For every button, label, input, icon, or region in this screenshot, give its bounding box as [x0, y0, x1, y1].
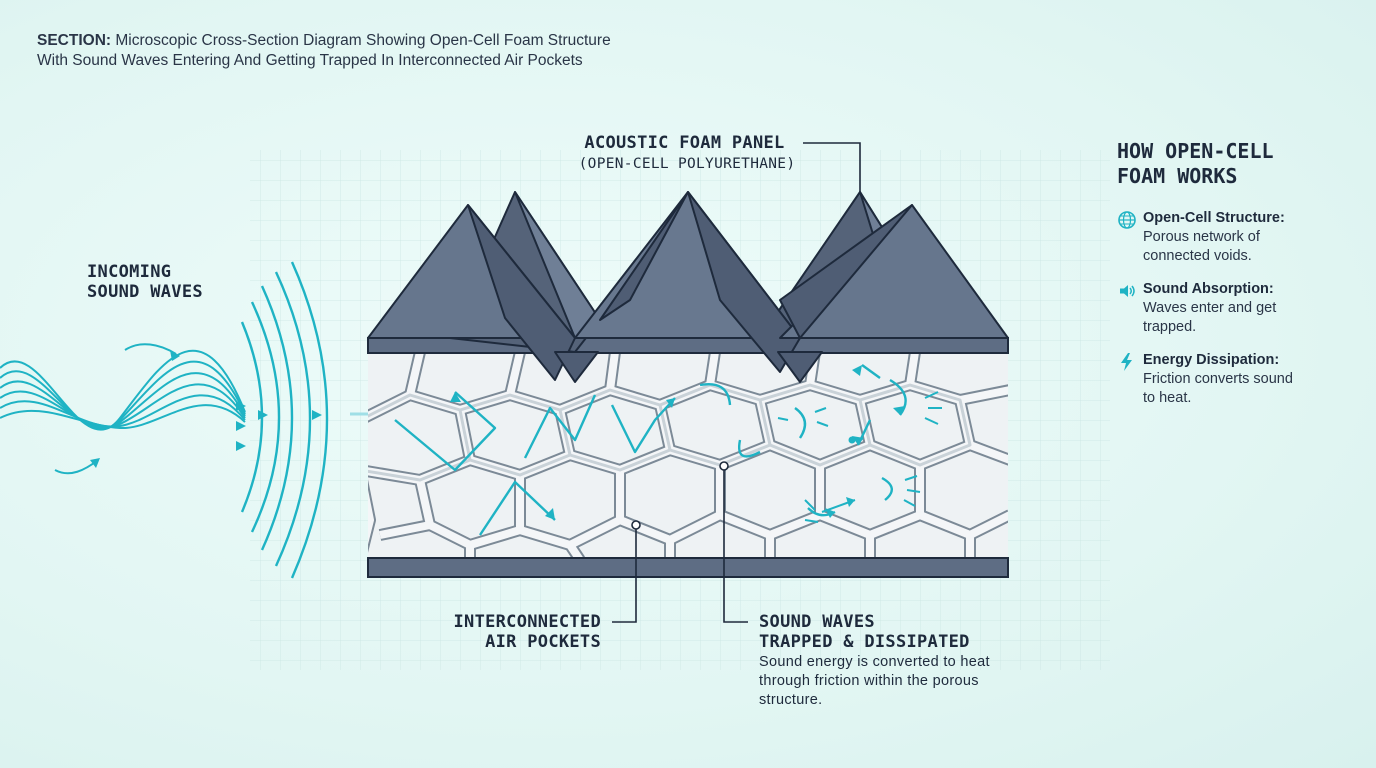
incoming-line-2: SOUND WAVES: [87, 282, 203, 302]
how-title: HOW OPEN-CELL FOAM WORKS: [1117, 139, 1357, 189]
incoming-wave-arrowheads: [90, 350, 322, 468]
lightning-icon: [1121, 353, 1132, 371]
how-item-desc: Porous network of: [1143, 229, 1260, 245]
trapped-line-2: TRAPPED & DISSIPATED: [759, 632, 970, 652]
energy-dot: [848, 436, 856, 444]
how-item-open-cell: Open-Cell Structure: Porous network of c…: [1117, 209, 1357, 266]
incoming-sine-waves: [0, 343, 246, 475]
dissipation-marks: [777, 391, 942, 523]
globe-mesh-icon: [1118, 211, 1136, 229]
trapped-path-arrowheads: [450, 365, 905, 520]
incoming-line-1: INCOMING: [87, 262, 172, 282]
trapped-line-1: SOUND WAVES: [759, 612, 875, 632]
how-title-line-1: HOW OPEN-CELL: [1117, 139, 1274, 163]
how-it-works-panel: HOW OPEN-CELL FOAM WORKS Open-Cell Struc…: [1117, 139, 1357, 422]
how-item-desc: Waves enter and get: [1143, 300, 1277, 316]
how-item-desc: connected voids.: [1143, 248, 1252, 264]
panel-title: ACOUSTIC FOAM PANEL: [584, 133, 785, 153]
speaker-icon: [1120, 285, 1135, 297]
how-title-line-2: FOAM WORKS: [1117, 164, 1238, 188]
core-arrow-line: [821, 499, 856, 513]
how-item-desc: trapped.: [1143, 319, 1197, 335]
panel-label: ACOUSTIC FOAM PANEL (OPEN-CELL POLYURETH…: [577, 133, 797, 173]
pockets-label: INTERCONNECTED AIR POCKETS: [400, 612, 601, 652]
how-item-dissipation: Energy Dissipation: Friction converts so…: [1117, 351, 1357, 408]
incoming-arc-waves: [240, 261, 329, 579]
trapped-sound-paths: [394, 364, 907, 536]
how-item-desc: Friction converts sound: [1143, 371, 1293, 387]
incoming-label: INCOMING SOUND WAVES: [87, 262, 203, 302]
section-lead: SECTION:: [37, 32, 112, 49]
pockets-line-2: AIR POCKETS: [485, 632, 601, 652]
trapped-marker: [719, 461, 729, 471]
how-item-title: Energy Dissipation:: [1143, 352, 1280, 368]
how-item-title: Open-Cell Structure:: [1143, 210, 1285, 226]
trapped-desc-3: structure.: [759, 692, 823, 708]
pockets-line-1: INTERCONNECTED: [453, 612, 601, 632]
how-item-absorption: Sound Absorption: Waves enter and get tr…: [1117, 280, 1357, 337]
panel-subtitle: (OPEN-CELL POLYURETHANE): [578, 156, 796, 172]
section-line-2: With Sound Waves Entering And Getting Tr…: [37, 52, 583, 69]
foam-pyramids-front: [367, 191, 1009, 383]
how-item-title: Sound Absorption:: [1143, 281, 1274, 297]
trapped-desc-1: Sound energy is converted to heat: [759, 654, 990, 670]
trapped-label: SOUND WAVES TRAPPED & DISSIPATED Sound e…: [759, 612, 1059, 710]
section-title: SECTION: Microscopic Cross-Section Diagr…: [37, 31, 737, 71]
leader-lines: [612, 142, 861, 623]
how-item-desc: to heat.: [1143, 390, 1192, 406]
section-line-1: Microscopic Cross-Section Diagram Showin…: [115, 32, 611, 49]
trapped-desc-2: through friction within the porous: [759, 673, 979, 689]
pocket-marker: [631, 520, 641, 530]
foam-bottom-plate: [367, 557, 1009, 578]
